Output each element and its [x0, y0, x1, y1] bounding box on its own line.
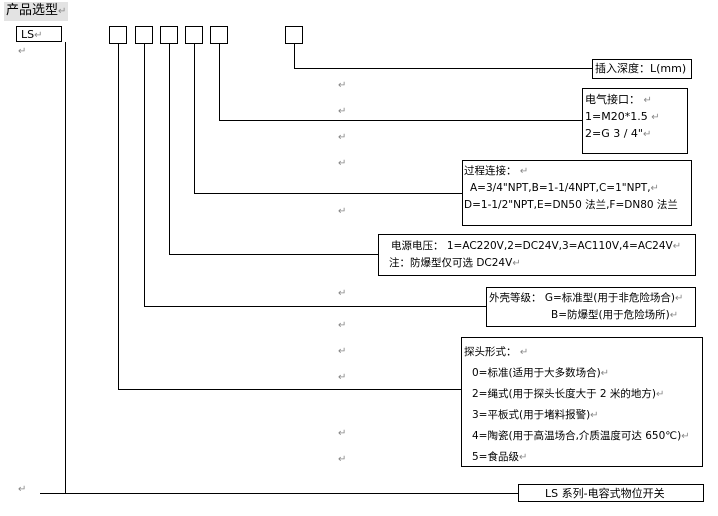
selection-box-power-supply — [160, 26, 178, 44]
paragraph-mark: ↵ — [18, 46, 27, 57]
paragraph-mark: ↵ — [338, 428, 347, 439]
connector-line — [194, 193, 462, 194]
connector-line — [294, 44, 295, 68]
paragraph-mark: ↵ — [18, 484, 27, 495]
electric-interface-box: 电气接口： ↵ 1=M20*1.5 ↵ 2=G 3 / 4"↵ — [582, 88, 688, 154]
probe-type-box: 探头形式： ↵ 0=标准(适用于大多数场合)↵ 2=绳式(用于探头长度大于 2 … — [461, 337, 703, 467]
paragraph-mark: ↵ — [338, 372, 347, 383]
connector-line — [219, 120, 582, 121]
selection-box-probe-type — [109, 26, 127, 44]
model-code-prefix-box: LS↵ — [16, 26, 62, 42]
paragraph-mark: ↵ — [338, 346, 347, 357]
paragraph-mark: ↵ — [338, 80, 347, 91]
selection-box-housing-grade — [135, 26, 153, 44]
process-connection-box: 过程连接： ↵ A=3/4"NPT,B=1-1/4NPT,C=1"NPT,↵ D… — [462, 160, 692, 226]
paragraph-mark: ↵ — [338, 454, 347, 465]
power-supply-box: 电源电压： 1=AC220V,2=DC24V,3=AC110V,4=AC24V↵… — [378, 234, 696, 276]
insertion-depth-box: 插入深度：L(mm) — [592, 59, 692, 79]
connector-line — [118, 389, 461, 390]
connector-line — [118, 44, 119, 389]
paragraph-mark: ↵ — [338, 106, 347, 117]
series-name-box: LS 系列-电容式物位开关 — [518, 484, 704, 502]
selection-box-process-connection — [185, 26, 203, 44]
paragraph-mark: ↵ — [338, 288, 347, 299]
connector-line — [294, 68, 592, 69]
paragraph-mark: ↵ — [338, 158, 347, 169]
housing-grade-box: 外壳等级： G=标准型(用于非危险场合)↵ B=防爆型(用于危险场所)↵ — [486, 287, 696, 327]
selection-box-insertion-depth — [285, 26, 303, 44]
connector-line — [144, 44, 145, 306]
paragraph-mark: ↵ — [338, 206, 347, 217]
connector-line — [194, 44, 195, 193]
page-title: 产品选型↵ — [4, 2, 69, 21]
selection-box-electric-interface — [210, 26, 228, 44]
paragraph-mark: ↵ — [338, 320, 347, 331]
main-vertical-line — [65, 42, 66, 494]
connector-line — [169, 44, 170, 254]
connector-line — [144, 306, 487, 307]
connector-line — [219, 44, 220, 120]
connector-line — [169, 254, 379, 255]
series-connector-line — [40, 493, 518, 494]
paragraph-mark: ↵ — [338, 132, 347, 143]
